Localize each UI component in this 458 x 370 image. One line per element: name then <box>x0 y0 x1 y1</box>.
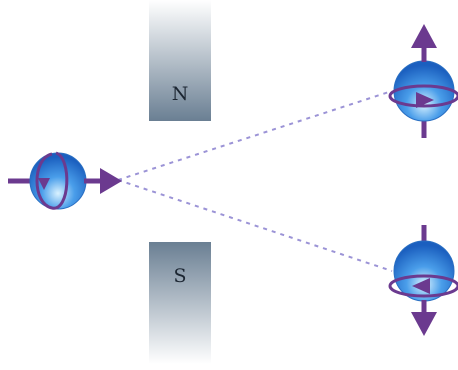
spin-up-arrow-icon <box>411 24 437 48</box>
upper-beam-path <box>117 90 393 181</box>
south-pole-magnet <box>149 242 211 364</box>
spin-arrow-head <box>100 168 122 194</box>
rotation-arrowhead <box>38 178 50 190</box>
north-pole-magnet <box>149 0 211 121</box>
rotation-loop <box>388 274 458 298</box>
rotation-loop <box>388 84 458 108</box>
rotation-loop <box>35 151 69 210</box>
rotation-arrowhead <box>412 278 430 294</box>
north-pole-label: N <box>172 83 189 105</box>
south-pole-label: S <box>173 265 186 287</box>
rotation-arrowhead <box>416 92 434 108</box>
deflected-down-particle <box>388 225 458 336</box>
spinning-particle-icon <box>393 240 455 302</box>
incoming-particle <box>8 151 122 210</box>
deflected-up-particle <box>388 24 458 138</box>
spin-down-arrow-icon <box>411 312 437 336</box>
lower-beam-path <box>117 179 393 272</box>
spinning-particle-icon <box>393 60 455 122</box>
